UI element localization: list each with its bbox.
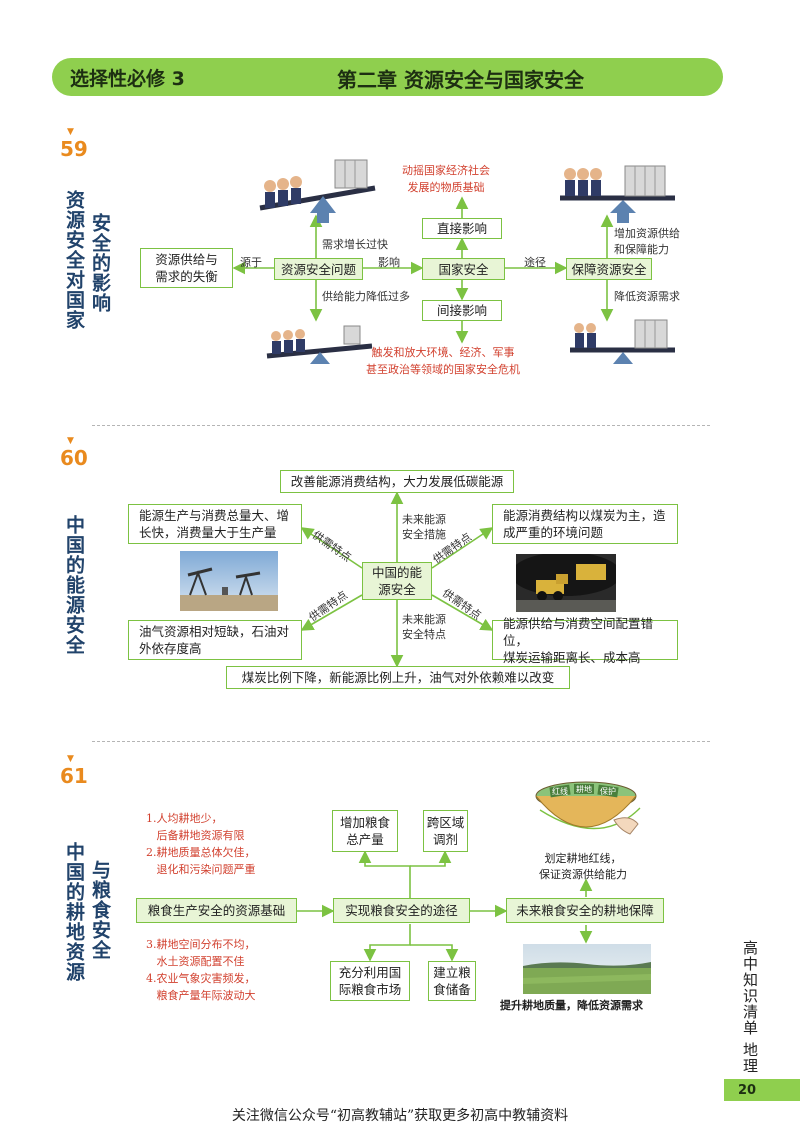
food-basis-box: 粮食生产安全的资源基础 <box>136 898 297 923</box>
energy-tl-box: 能源生产与消费总量大、增 长快，消费量大于生产量 <box>128 504 302 544</box>
farmland-bowl-illustration: 红线 耕地 保护 <box>535 781 639 835</box>
imbalance-box: 资源供给与 需求的失衡 <box>140 248 233 288</box>
food-future-box: 未来粮食安全的耕地保障 <box>506 898 664 923</box>
section-number-59: 59 <box>60 137 88 161</box>
volume-label: 选择性必修 3 <box>70 68 185 90</box>
section-marker-icon: ▼ <box>67 754 74 764</box>
energy-bottom-box: 煤炭比例下降，新能源比例上升，油气对外依赖难以改变 <box>226 666 570 689</box>
section-marker-icon: ▼ <box>67 436 74 446</box>
seesaw-increase-illustration <box>560 165 675 223</box>
indirect-impact-box: 间接影响 <box>422 300 502 321</box>
energy-top-box: 改善能源消费结构，大力发展低碳能源 <box>280 470 514 493</box>
section-number-60: 60 <box>60 446 88 470</box>
section-59-title-a: 安全的影响 <box>89 213 111 313</box>
coal-mine-photo <box>516 554 616 612</box>
label-increase-supply: 增加资源供给 和保障能力 <box>614 227 680 256</box>
oil-field-photo <box>180 551 278 611</box>
section-61-title-a: 与粮食安全 <box>89 860 111 960</box>
section-divider <box>92 425 710 426</box>
ensure-resource-box: 保障资源安全 <box>566 258 652 280</box>
label-supply-low: 供给能力降低过多 <box>322 290 410 303</box>
label-future-features: 未来能源 安全特点 <box>402 613 446 641</box>
food-market-box: 充分利用国 际粮食市场 <box>330 961 410 1001</box>
note-basis-top: 1.人均耕地少， 后备耕地资源有限 2.耕地质量总体欠佳， 退化和污染问题严重 <box>146 812 256 876</box>
seesaw-reduce-illustration <box>570 319 675 364</box>
page-number: 20 <box>724 1079 800 1101</box>
label-future-measures: 未来能源 安全措施 <box>402 513 446 541</box>
food-path-box: 实现粮食安全的途径 <box>333 898 470 923</box>
national-security-box: 国家安全 <box>422 258 505 280</box>
section-59-title-b: 资源安全对国家 <box>63 190 85 330</box>
seesaw-supply-illustration <box>266 325 373 364</box>
label-affect: 影响 <box>378 256 400 269</box>
chapter-header: 选择性必修 3 第二章 资源安全与国家安全 <box>52 58 723 96</box>
note-quality: 提升耕地质量，降低资源需求 <box>500 999 643 1012</box>
label-source: 源于 <box>240 256 262 269</box>
label-way: 途径 <box>524 256 546 269</box>
book-sidebar-title: 高中知识清单 地理 <box>741 940 759 1074</box>
section-60-title: 中国的能源安全 <box>63 515 85 655</box>
energy-center-box: 中国的能 源安全 <box>362 562 432 600</box>
section-divider <box>92 741 710 742</box>
seesaw-demand-illustration <box>259 159 376 223</box>
farmland-photo <box>523 944 651 994</box>
note-indirect-impact: 触发和放大环境、经济、军事 甚至政治等领域的国家安全危机 <box>366 346 520 376</box>
energy-bl-box: 油气资源相对短缺，石油对 外依存度高 <box>128 620 302 660</box>
label-demand-fast: 需求增长过快 <box>322 238 388 251</box>
label-reduce-demand: 降低资源需求 <box>614 290 680 303</box>
direct-impact-box: 直接影响 <box>422 218 502 239</box>
food-reserve-box: 建立粮 食储备 <box>428 961 476 1001</box>
food-regional-box: 跨区域 调剂 <box>423 810 468 852</box>
note-basis-bottom: 3.耕地空间分布不均， 水土资源配置不佳 4.农业气象灾害频发， 粮食产量年际波… <box>146 938 256 1002</box>
energy-br-box: 能源供给与消费空间配置错位， 煤炭运输距离长、成本高 <box>492 616 678 665</box>
section-marker-icon: ▼ <box>67 127 74 137</box>
chapter-title: 第二章 资源安全与国家安全 <box>337 68 584 92</box>
note-redline: 划定耕地红线， 保证资源供给能力 <box>539 852 627 881</box>
bowl-text-1: 红线 <box>552 786 568 796</box>
resource-problem-box: 资源安全问题 <box>274 258 363 280</box>
bowl-text-3: 保护 <box>600 786 616 796</box>
section-number-61: 61 <box>60 764 88 788</box>
footer-note: 关注微信公众号“初高教辅站”获取更多初高中教辅资料 <box>231 1108 569 1124</box>
bowl-text-2: 耕地 <box>576 784 592 794</box>
food-increase-box: 增加粮食 总产量 <box>332 810 398 852</box>
energy-tr-box: 能源消费结构以煤炭为主，造 成严重的环境问题 <box>492 504 678 544</box>
note-direct-impact: 动摇国家经济社会 发展的物质基础 <box>402 164 490 194</box>
section-61-title-b: 中国的耕地资源 <box>63 842 85 982</box>
